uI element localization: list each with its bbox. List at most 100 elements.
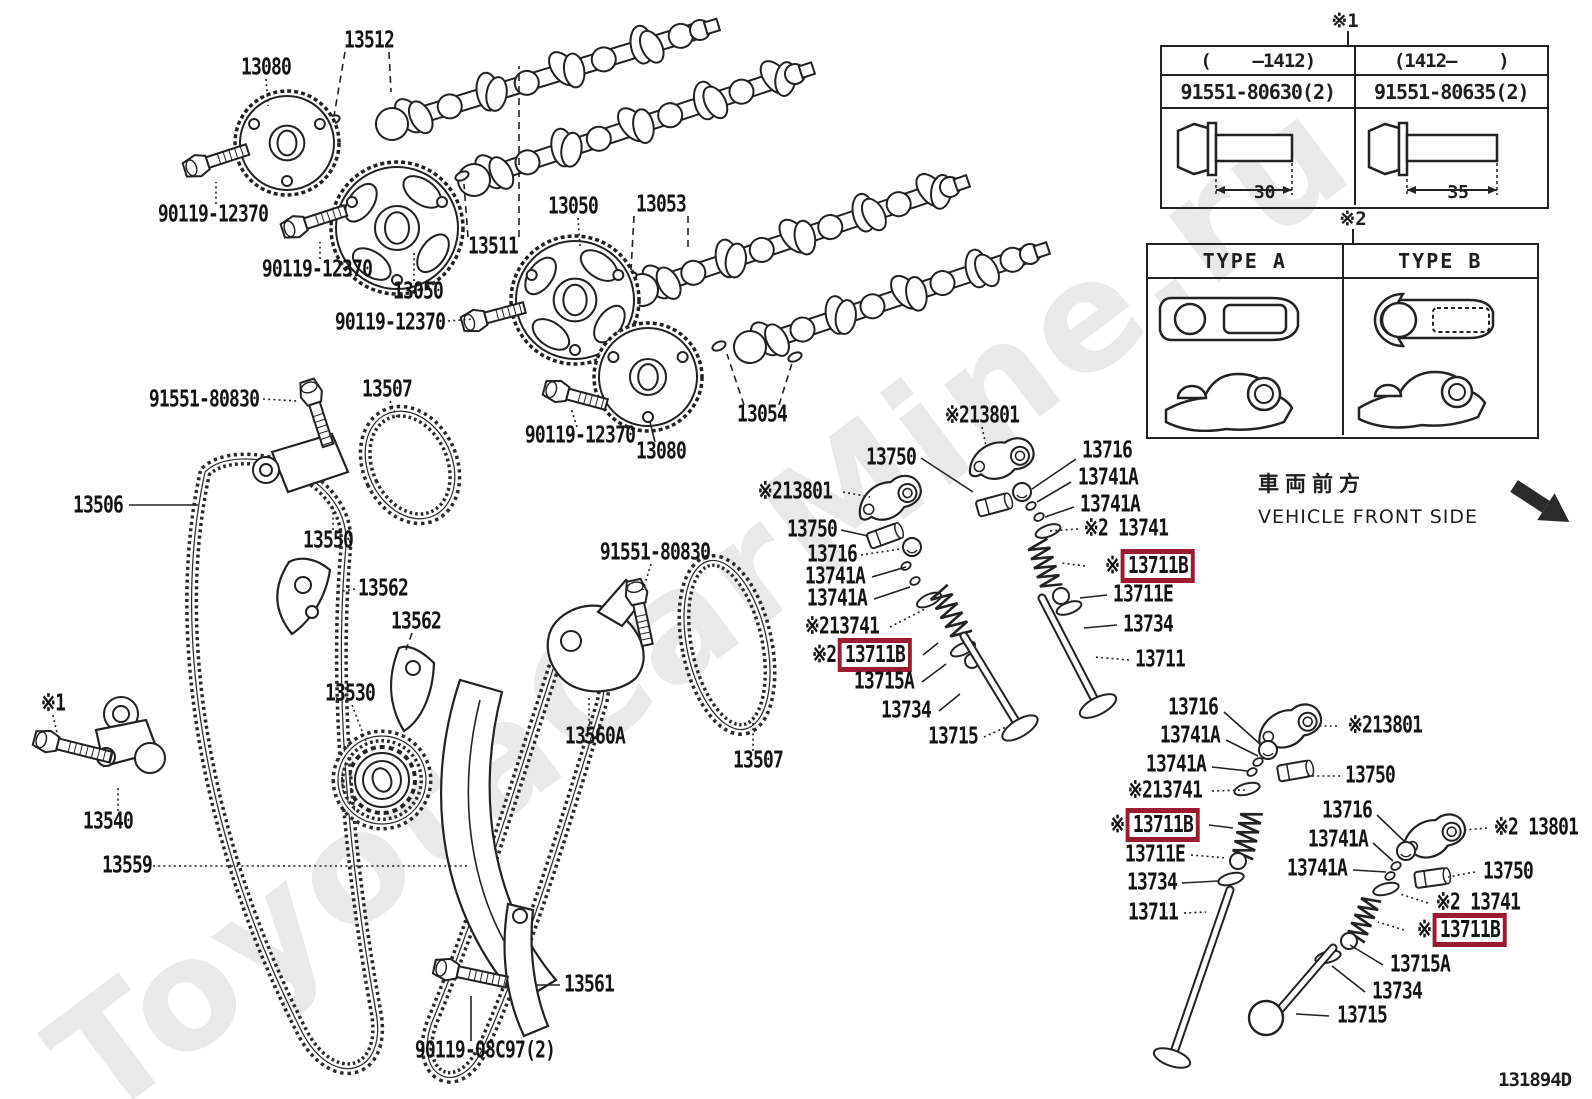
vehicle-front-jp: 車両前方 <box>1258 472 1366 496</box>
part-label-13561: 13561 <box>563 971 615 998</box>
bolt-variant-table: ( –1412) (1412– ) 91551-80630(2) 91551-8… <box>1160 45 1549 209</box>
part-label-13711B: ※13711B <box>1105 549 1195 583</box>
part-label-13734: 13734 <box>880 697 932 724</box>
rocker-type-table: TYPE A TYPE B <box>1146 243 1539 439</box>
part-label-13711E: 13711E <box>1124 841 1186 868</box>
part-label-13530: 13530 <box>324 680 376 707</box>
highlighted-part-number: 13711B <box>1432 913 1507 947</box>
part-label-13715A: 13715A <box>853 668 915 695</box>
part-label-13711: 13711 <box>1127 899 1179 926</box>
part-label-13080: 13080 <box>635 438 687 465</box>
part-label-13734: 13734 <box>1126 869 1178 896</box>
part-label-213741: ※2 13741 <box>1083 515 1169 542</box>
bolt-length-left: 30 <box>1253 182 1276 203</box>
part-label-13711: 13711 <box>1134 646 1186 673</box>
part-label-13562: 13562 <box>357 575 409 602</box>
bolt-table-period-left: ( –1412) <box>1162 47 1356 74</box>
rocker-arm-type-a-icon <box>1158 296 1299 432</box>
part-label-13741A: 13741A <box>1286 855 1348 882</box>
part-label-13741A: 13741A <box>1159 722 1221 749</box>
part-label-9155180830: 91551-80830 <box>599 539 711 566</box>
part-label-9011912370: 90119-12370 <box>524 422 636 449</box>
part-label-13716: 13716 <box>1321 797 1373 824</box>
part-label-9011912370: 90119-12370 <box>157 201 269 228</box>
flange-bolt-icon <box>1368 121 1499 195</box>
part-label-13540: 13540 <box>82 808 134 835</box>
vehicle-front-arrow-icon <box>1510 480 1570 522</box>
part-label-13507: 13507 <box>361 376 413 403</box>
highlighted-part-number: 13711B <box>837 638 913 672</box>
part-label-13741A: 13741A <box>1077 464 1139 491</box>
bolt-table-period-right: (1412– ) <box>1393 49 1510 72</box>
part-label-13734: 13734 <box>1371 978 1423 1005</box>
part-label-13053: 13053 <box>635 191 687 218</box>
part-label-13711E: 13711E <box>1112 581 1174 608</box>
part-label-13050: 13050 <box>547 193 599 220</box>
vehicle-front-en: VEHICLE FRONT SIDE <box>1258 506 1479 528</box>
flange-bolt-icon <box>1176 121 1293 195</box>
type-table-marker: ※2 <box>1339 208 1367 230</box>
part-label-13750: 13750 <box>865 444 917 471</box>
part-label-1: ※1 <box>40 690 66 717</box>
type-a-drawing <box>1148 279 1344 435</box>
part-label-13562: 13562 <box>390 608 442 635</box>
part-label-13734: 13734 <box>1122 611 1174 638</box>
part-label-13716: 13716 <box>806 541 858 568</box>
bolt-table-part-right: 91551-80635(2) <box>1373 79 1530 104</box>
highlighted-part-number: 13711B <box>1120 549 1195 583</box>
type-b-drawing <box>1344 279 1538 435</box>
part-label-13711B: ※13711B <box>1110 808 1200 842</box>
type-a-header: TYPE A <box>1148 245 1344 277</box>
part-label-13750: 13750 <box>786 516 838 543</box>
part-label-13716: 13716 <box>1167 694 1219 721</box>
part-label-13506: 13506 <box>72 492 124 519</box>
part-label-13750: 13750 <box>1482 858 1534 885</box>
reference-mark: ※ <box>1105 553 1120 579</box>
part-label-13750: 13750 <box>1344 762 1396 789</box>
diagram-code: 131894D <box>1498 1069 1572 1091</box>
bolt-drawing-cell-right: 35 <box>1356 109 1548 205</box>
bolt-table-marker: ※1 <box>1331 10 1359 32</box>
part-label-13741A: 13741A <box>806 585 868 612</box>
vehicle-front-note: 車両前方 VEHICLE FRONT SIDE <box>1258 468 1478 528</box>
part-label-13741A: 13741A <box>1145 751 1207 778</box>
highlighted-part-number: 13711B <box>1125 808 1200 842</box>
part-label-13511: 13511 <box>467 233 519 260</box>
part-label-13054: 13054 <box>736 401 788 428</box>
part-label-13507: 13507 <box>732 747 784 774</box>
part-label-213801: ※213801 <box>944 402 1020 429</box>
part-label-9011908C972: 90119-08C97(2) <box>414 1037 556 1064</box>
part-label-213741: ※2 13741 <box>1435 889 1521 916</box>
part-label-13715: 13715 <box>927 723 979 750</box>
bolt-length-right: 35 <box>1447 182 1470 203</box>
rocker-arm-type-b-icon <box>1358 292 1495 429</box>
part-label-213801: ※2 13801 <box>1493 814 1579 841</box>
part-label-213741: ※213741 <box>804 613 880 640</box>
part-label-13080: 13080 <box>240 54 292 81</box>
part-label-13715A: 13715A <box>1389 951 1451 978</box>
part-label-9155180830: 91551-80830 <box>148 386 260 413</box>
reference-mark: ※ <box>1110 812 1125 838</box>
part-label-9011912370: 90119-12370 <box>334 309 446 336</box>
part-label-13711B: ※13711B <box>1417 913 1507 947</box>
part-label-13512: 13512 <box>343 27 395 54</box>
reference-mark: ※2 <box>811 642 837 668</box>
bolt-drawing-cell-left: 30 <box>1162 109 1356 205</box>
part-label-13741A: 13741A <box>1307 826 1369 853</box>
reference-mark: ※ <box>1417 917 1432 943</box>
part-label-13550: 13550 <box>302 527 354 554</box>
part-label-13715: 13715 <box>1336 1002 1388 1029</box>
bolt-table-part-left: 91551-80630(2) <box>1162 76 1356 107</box>
part-label-13741A: 13741A <box>1079 491 1141 518</box>
part-label-213741: ※213741 <box>1127 777 1203 804</box>
part-label-13741A: 13741A <box>804 563 866 590</box>
part-label-13050: 13050 <box>392 278 444 305</box>
part-label-213801: ※213801 <box>757 478 833 505</box>
part-label-13560A: 13560A <box>564 723 626 750</box>
part-label-13716: 13716 <box>1081 437 1133 464</box>
